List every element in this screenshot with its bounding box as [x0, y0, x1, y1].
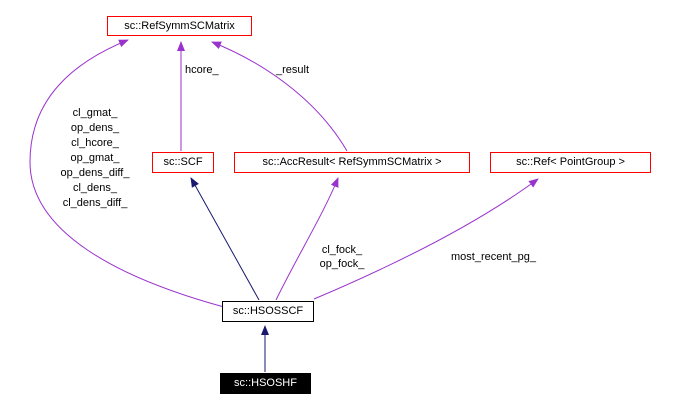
edge-label-line: op_fock_	[319, 258, 365, 270]
edge-label-most-recent-pg: most_recent_pg_	[451, 251, 536, 263]
node-hsosscf[interactable]: sc::HSOSSCF	[222, 301, 314, 322]
edge-label-line: cl_dens_diff_	[62, 197, 128, 209]
edge-hsosscf-to-refpointgroup	[313, 178, 539, 300]
edge-label-left-members: cl_gmat_ op_dens_ cl_hcore_ op_gmat_ op_…	[30, 106, 160, 211]
edge-label-result: _result	[276, 64, 310, 76]
node-scf[interactable]: sc::SCF	[152, 152, 214, 173]
node-hsosscf-label: sc::HSOSSCF	[232, 305, 304, 317]
node-refsymmscmatrix-label: sc::RefSymmSCMatrix	[124, 19, 235, 32]
edge-hsosscf-to-refsymmscmatrix	[29, 39, 225, 308]
edge-label-line: cl_gmat_	[72, 107, 118, 119]
node-hsoshf-label: sc::HSOSHF	[234, 377, 297, 389]
edge-hsosscf-to-accresult	[275, 177, 339, 301]
node-accresult[interactable]: sc::AccResult< RefSymmSCMatrix >	[234, 152, 470, 173]
edge-label-line: op_gmat_	[70, 152, 120, 164]
node-refsymmscmatrix[interactable]: sc::RefSymmSCMatrix	[107, 16, 252, 36]
edge-label-hcore: hcore_	[185, 64, 219, 76]
edge-accresult-to-refsymmscmatrix	[211, 41, 348, 152]
edge-label-line: op_dens_	[70, 122, 120, 134]
node-refpointgroup[interactable]: sc::Ref< PointGroup >	[490, 152, 651, 173]
edge-label-line: op_dens_diff_	[60, 167, 130, 179]
node-refpointgroup-label: sc::Ref< PointGroup >	[516, 156, 625, 168]
edge-hsosscf-inherits-scf	[190, 177, 260, 301]
node-scf-label: sc::SCF	[163, 156, 203, 168]
edge-label-line: cl_hcore_	[71, 137, 119, 149]
edge-label-line: cl_dens_	[72, 182, 118, 194]
edge-label-fock-members: cl_fock_ op_fock_	[299, 243, 385, 271]
node-hsoshf: sc::HSOSHF	[220, 373, 311, 394]
node-accresult-label: sc::AccResult< RefSymmSCMatrix >	[262, 156, 442, 168]
edge-label-line: cl_fock_	[321, 244, 363, 256]
